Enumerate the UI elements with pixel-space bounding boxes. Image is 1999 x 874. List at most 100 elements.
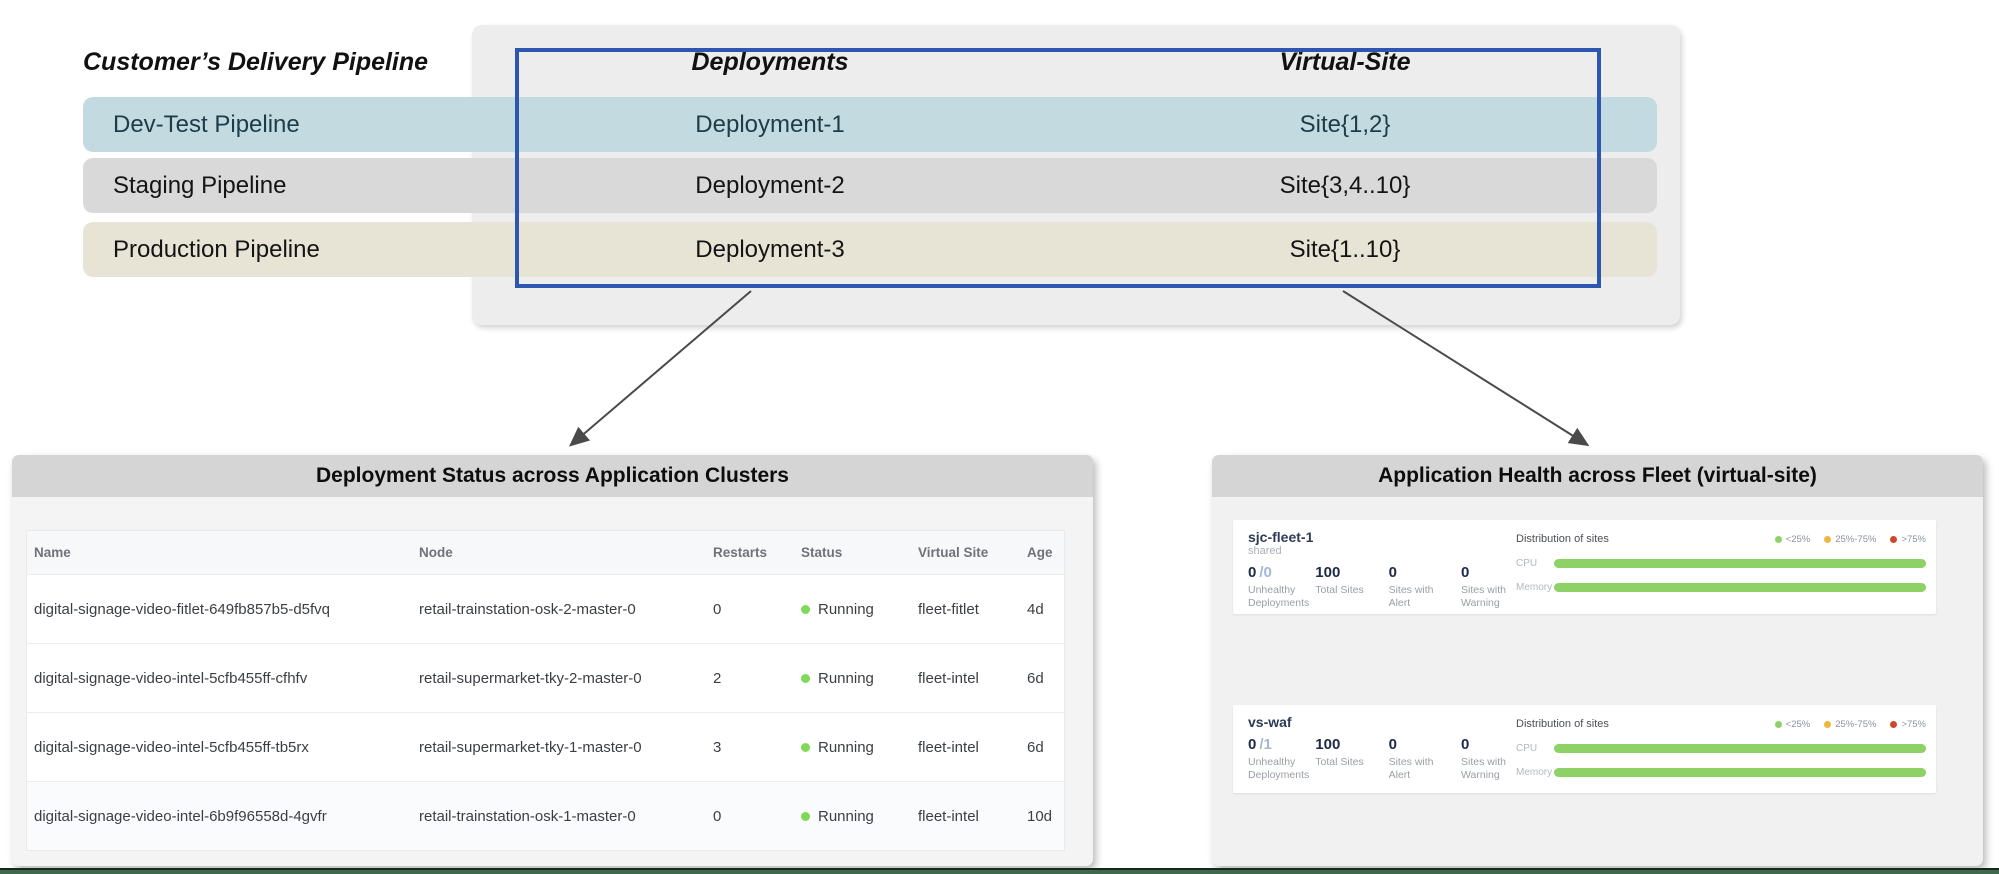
red-dot-icon — [1890, 720, 1898, 728]
fleet-subtitle: shared — [1248, 545, 1282, 557]
virtual-site-value: Site{3,4..10} — [1279, 172, 1411, 199]
restarts-value: 2 — [713, 669, 722, 687]
legend-over-75: >75% — [1890, 719, 1926, 730]
pod-name: digital-signage-video-intel-5cfb455ff-tb… — [34, 738, 309, 756]
fleet-name: sjc-fleet-1 — [1248, 529, 1314, 545]
memory-bar-row: Memory — [1516, 582, 1926, 593]
application-health-panel: Application Health across Fleet (virtual… — [1212, 455, 1983, 866]
cpu-bar-row: CPU — [1516, 558, 1926, 569]
restarts-value: 3 — [713, 738, 722, 756]
fleet-card-sjc-fleet-1: sjc-fleet-1 shared 0/0 Unhealthy Deploym… — [1233, 520, 1936, 614]
restarts-value: 0 — [713, 600, 722, 618]
bottom-green-strip — [0, 868, 1999, 874]
table-header-row: Name Node Restarts Status Virtual Site A… — [27, 531, 1064, 574]
fleet-stats: 0/1 Unhealthy Deployments 100 Total Site… — [1248, 736, 1516, 782]
col-age: Age — [1027, 545, 1053, 560]
status-cell: Running — [801, 601, 918, 618]
column-header-deployments: Deployments — [691, 48, 849, 76]
stat-total-sites: 100 Total Sites — [1315, 564, 1364, 596]
pipeline-table-title: Customer’s Delivery Pipeline — [83, 48, 429, 76]
status-cell: Running — [801, 739, 918, 756]
status-dot-icon — [801, 673, 810, 683]
yellow-dot-icon — [1824, 535, 1832, 543]
virtual-site-value: Site{1,2} — [1299, 111, 1391, 138]
node-name: retail-supermarket-tky-2-master-0 — [419, 669, 642, 687]
table-row: digital-signage-video-intel-6b9f96558d-4… — [27, 781, 1064, 850]
pod-name: digital-signage-video-fitlet-649fb857b5-… — [34, 600, 331, 618]
pipeline-row-staging: Staging Pipeline Deployment-2 Site{3,4..… — [83, 158, 1657, 213]
pipeline-row-dev-test: Dev-Test Pipeline Deployment-1 Site{1,2} — [83, 97, 1657, 152]
stat-sites-with-warning: 0 Sites with Warning — [1461, 736, 1506, 781]
restarts-value: 0 — [713, 807, 722, 825]
legend-under-25: <25% — [1774, 719, 1810, 730]
virtual-site-value: fleet-fitlet — [918, 600, 979, 618]
col-status: Status — [801, 545, 843, 560]
stat-sites-with-alert: 0 Sites with Alert — [1388, 736, 1434, 781]
legend-under-25: <25% — [1774, 534, 1810, 545]
memory-distribution-bar — [1554, 583, 1926, 592]
distribution-title: Distribution of sites — [1516, 718, 1609, 730]
cpu-bar-row: CPU — [1516, 743, 1926, 754]
application-health-title: Application Health across Fleet (virtual… — [1212, 455, 1983, 497]
deployment-name: Deployment-1 — [695, 111, 845, 138]
stat-total-sites: 100 Total Sites — [1315, 736, 1364, 768]
status-text: Running — [818, 600, 874, 618]
green-dot-icon — [1774, 535, 1782, 543]
table-row: digital-signage-video-intel-5cfb455ff-cf… — [27, 643, 1064, 712]
virtual-site-value: fleet-intel — [918, 738, 979, 756]
stat-unhealthy-deployments: 0/1 Unhealthy Deployments — [1248, 736, 1310, 781]
fleet-card-vs-waf: vs-waf 0/1 Unhealthy Deployments 100 Tot… — [1233, 705, 1936, 793]
pipeline-row-production: Production Pipeline Deployment-3 Site{1.… — [83, 222, 1657, 277]
status-dot-icon — [801, 742, 810, 752]
fleet-card-summary: sjc-fleet-1 shared 0/0 Unhealthy Deploym… — [1233, 520, 1516, 614]
column-header-virtual-site: Virtual-Site — [1279, 48, 1411, 76]
distribution-of-sites: Distribution of sites <25% 25%-75% >75% … — [1516, 520, 1936, 614]
green-dot-icon — [1774, 720, 1782, 728]
status-dot-icon — [801, 811, 810, 821]
status-text: Running — [818, 738, 874, 756]
node-name: retail-trainstation-osk-2-master-0 — [419, 600, 636, 618]
fleet-card-summary: vs-waf 0/1 Unhealthy Deployments 100 Tot… — [1233, 705, 1516, 793]
age-value: 10d — [1027, 807, 1053, 825]
yellow-dot-icon — [1824, 720, 1832, 728]
deployment-name: Deployment-2 — [695, 172, 845, 199]
status-cell: Running — [801, 670, 918, 687]
age-value: 6d — [1027, 738, 1044, 756]
col-name: Name — [34, 545, 71, 560]
deployment-status-table: Name Node Restarts Status Virtual Site A… — [26, 530, 1065, 851]
legend-over-75: >75% — [1890, 534, 1926, 545]
col-restarts: Restarts — [713, 545, 768, 560]
node-name: retail-supermarket-tky-1-master-0 — [419, 738, 642, 756]
pipeline-name: Dev-Test Pipeline — [113, 111, 300, 138]
cpu-distribution-bar — [1554, 744, 1926, 753]
distribution-legend: <25% 25%-75% >75% — [1774, 719, 1926, 730]
table-row: digital-signage-video-fitlet-649fb857b5-… — [27, 574, 1064, 643]
pipeline-name: Production Pipeline — [113, 236, 320, 263]
pod-name: digital-signage-video-intel-5cfb455ff-cf… — [34, 669, 308, 687]
status-text: Running — [818, 669, 874, 687]
virtual-site-value: fleet-intel — [918, 807, 979, 825]
table-row: digital-signage-video-intel-5cfb455ff-tb… — [27, 712, 1064, 781]
age-value: 4d — [1027, 600, 1044, 618]
fleet-stats: 0/0 Unhealthy Deployments 100 Total Site… — [1248, 564, 1516, 610]
status-text: Running — [818, 807, 874, 825]
deployment-name: Deployment-3 — [695, 236, 845, 263]
deployment-status-title: Deployment Status across Application Clu… — [12, 455, 1093, 497]
distribution-legend: <25% 25%-75% >75% — [1774, 534, 1926, 545]
stat-unhealthy-deployments: 0/0 Unhealthy Deployments — [1248, 564, 1310, 609]
col-node: Node — [419, 545, 453, 560]
node-name: retail-trainstation-osk-1-master-0 — [419, 807, 636, 825]
legend-25-75: 25%-75% — [1824, 719, 1876, 730]
memory-bar-row: Memory — [1516, 767, 1926, 778]
pipeline-name: Staging Pipeline — [113, 172, 287, 199]
stat-sites-with-alert: 0 Sites with Alert — [1388, 564, 1434, 609]
cpu-distribution-bar — [1554, 559, 1926, 568]
distribution-of-sites: Distribution of sites <25% 25%-75% >75% … — [1516, 705, 1936, 793]
status-cell: Running — [801, 808, 918, 825]
virtual-site-value: fleet-intel — [918, 669, 979, 687]
col-virtual-site: Virtual Site — [918, 545, 989, 560]
virtual-site-value: Site{1..10} — [1289, 236, 1401, 263]
memory-distribution-bar — [1554, 768, 1926, 777]
stat-sites-with-warning: 0 Sites with Warning — [1461, 564, 1506, 609]
